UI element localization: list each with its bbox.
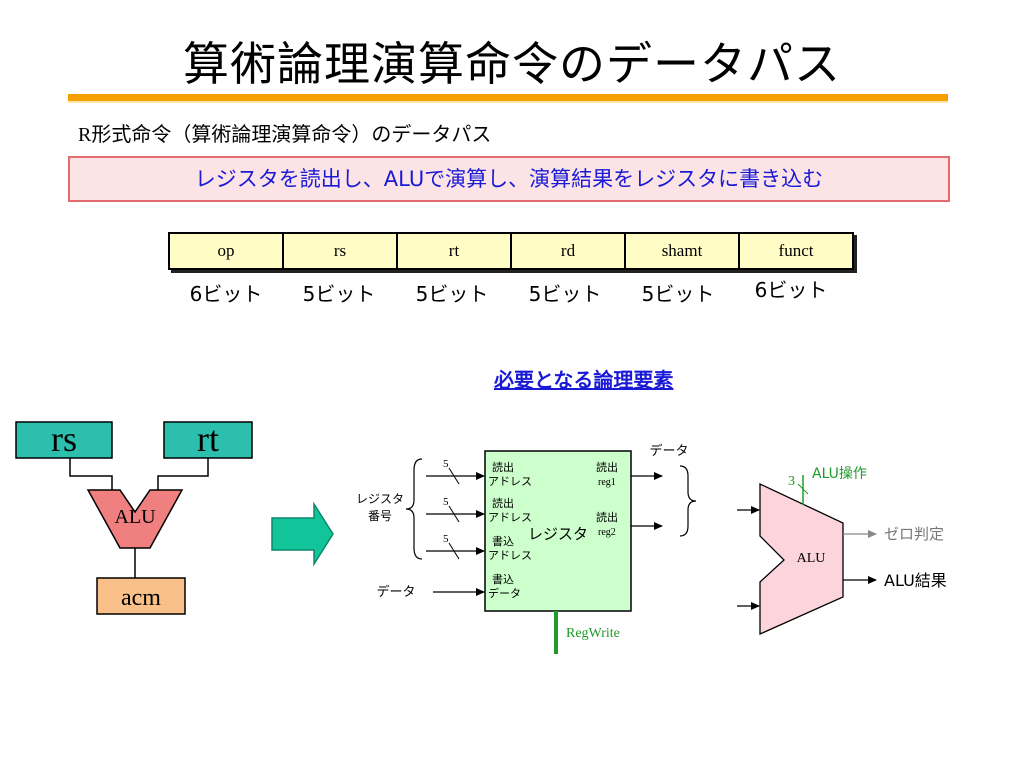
rs-wire bbox=[69, 458, 113, 492]
read-reg2-label-bottom: reg2 bbox=[598, 527, 616, 538]
alu-control-label: ALU操作 bbox=[812, 466, 867, 482]
bus-slash-2 bbox=[448, 505, 460, 523]
title-underline bbox=[68, 94, 948, 103]
write-addr-label-bottom: アドレス bbox=[488, 549, 532, 562]
acm-label: acm bbox=[121, 585, 161, 611]
bits-rd: 5ビット bbox=[528, 282, 602, 306]
output-data-brace bbox=[679, 465, 697, 537]
bus-width-3: 5 bbox=[443, 533, 449, 545]
input-data-label: データ bbox=[376, 584, 415, 600]
title-underline-highlight bbox=[68, 101, 948, 103]
elements-heading: 必要となる論理要素 bbox=[494, 368, 674, 392]
zero-label: ゼロ判定 bbox=[884, 525, 944, 543]
field-funct: funct bbox=[738, 232, 854, 270]
subtitle: R形式命令（算術論理演算命令）のデータパス bbox=[78, 124, 492, 146]
rs-label: rs bbox=[51, 419, 77, 459]
alu-unit: ALU 3 ALU操作 ゼロ判定 ALU結果 bbox=[737, 466, 947, 636]
acm-box bbox=[96, 577, 186, 615]
alu-label: ALU bbox=[797, 551, 826, 566]
alu-control-slash bbox=[797, 483, 809, 495]
bits-op: 6ビット bbox=[189, 282, 263, 306]
simple-alu-diagram: rs rt ALU acm bbox=[15, 419, 253, 615]
field-op: op bbox=[168, 232, 284, 270]
register-file-title: レジスタ bbox=[528, 525, 588, 543]
bus-slash-1 bbox=[448, 467, 460, 485]
rs-box bbox=[15, 421, 113, 459]
bits-shamt: 5ビット bbox=[641, 282, 715, 306]
register-number-brace bbox=[405, 458, 423, 560]
r-format-fields: op rs rt rd shamt funct bbox=[168, 232, 854, 270]
rt-label: rt bbox=[197, 419, 219, 459]
alu-control-width: 3 bbox=[788, 474, 795, 489]
read-reg1-label-top: 読出 bbox=[596, 460, 618, 474]
register-number-label-bottom: 番号 bbox=[368, 509, 392, 523]
field-rd: rd bbox=[510, 232, 626, 270]
register-file: レジスタ 読出 アドレス 読出 アドレス 書込 アドレス 書込 データ 読出 r… bbox=[356, 443, 697, 654]
result-label: ALU結果 bbox=[884, 571, 947, 590]
page-title: 算術論理演算命令のデータパス bbox=[183, 37, 841, 91]
bus-slash-3 bbox=[448, 542, 460, 560]
write-addr-label-top: 書込 bbox=[492, 534, 514, 548]
regwrite-label: RegWrite bbox=[566, 626, 620, 641]
register-number-label-top: レジスタ bbox=[356, 492, 404, 506]
field-shamt: shamt bbox=[624, 232, 740, 270]
read-reg1-label-bottom: reg1 bbox=[598, 477, 616, 488]
bits-rt: 5ビット bbox=[415, 282, 489, 306]
read-addr2-label-bottom: アドレス bbox=[488, 511, 532, 524]
read-addr1-label-top: 読出 bbox=[492, 460, 514, 474]
bits-funct: 6ビット bbox=[754, 278, 828, 302]
read-addr1-label-bottom: アドレス bbox=[488, 475, 532, 488]
summary-box: レジスタを読出し、ALUで演算し、演算結果をレジスタに書き込む bbox=[68, 156, 950, 202]
output-data-label: データ bbox=[649, 443, 688, 459]
field-rs: rs bbox=[282, 232, 398, 270]
read-reg2-label-top: 読出 bbox=[596, 510, 618, 524]
simple-alu-label: ALU bbox=[114, 506, 156, 528]
register-file-box bbox=[484, 450, 632, 612]
field-rt: rt bbox=[396, 232, 512, 270]
bus-width-1: 5 bbox=[443, 458, 449, 470]
read-addr2-label-top: 読出 bbox=[492, 496, 514, 510]
write-data-label-bottom: データ bbox=[488, 586, 521, 600]
bus-width-2: 5 bbox=[443, 496, 449, 508]
transition-arrow-icon bbox=[271, 501, 334, 567]
simple-alu-shape bbox=[86, 489, 184, 549]
write-data-label-top: 書込 bbox=[492, 572, 514, 586]
rt-wire bbox=[157, 458, 209, 492]
alu-shape bbox=[759, 482, 844, 636]
bits-rs: 5ビット bbox=[302, 282, 376, 306]
